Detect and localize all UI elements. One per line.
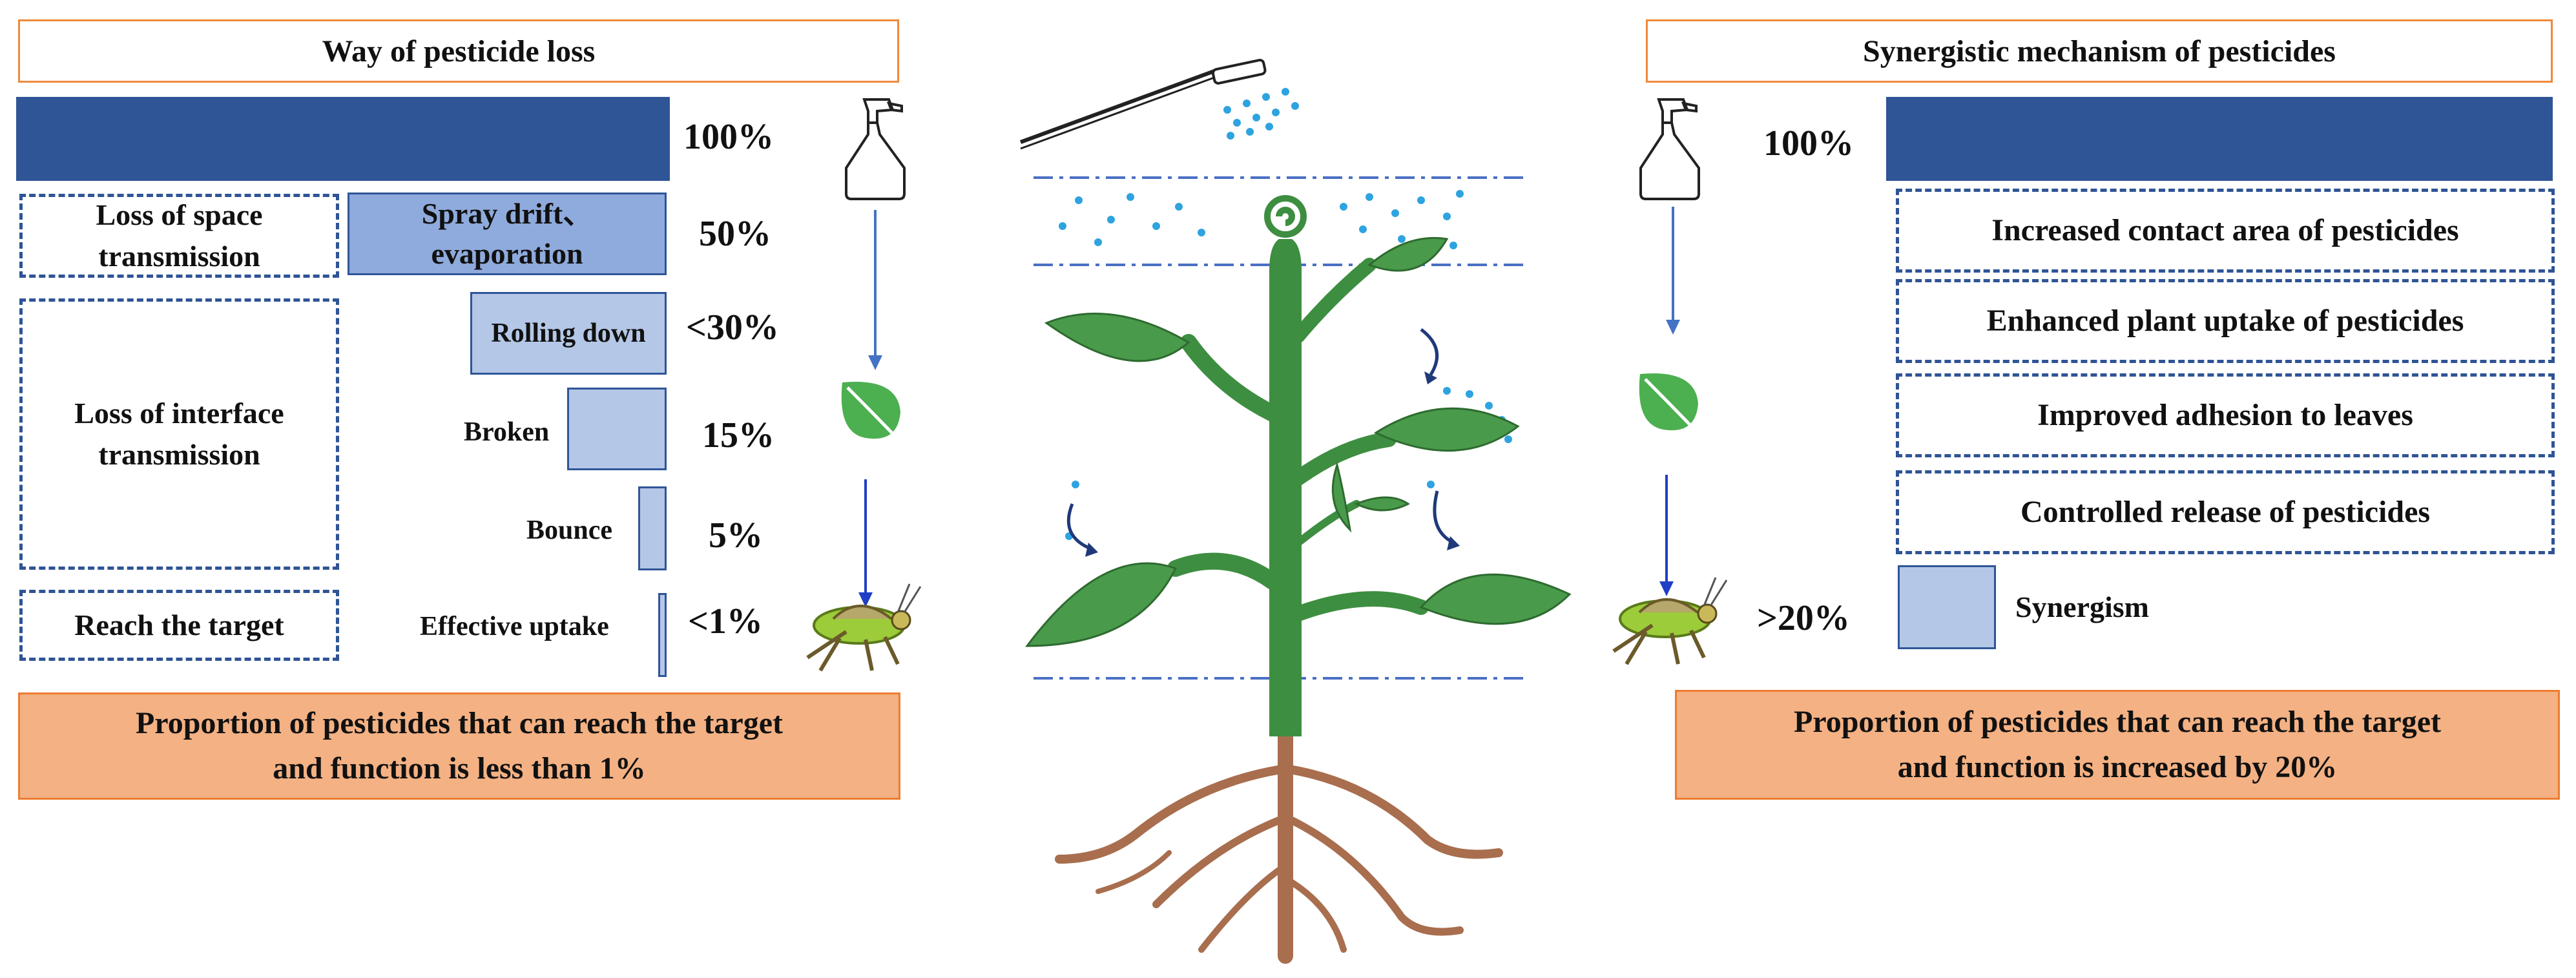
leaf-icon — [841, 381, 907, 448]
space-loss-label: Loss of space transmission — [19, 194, 339, 278]
right-total-bar — [1886, 97, 2553, 181]
broken-bar — [567, 388, 667, 470]
arrow-down-icon — [1659, 475, 1674, 596]
sprayer-wand-icon — [1019, 59, 1267, 150]
reach-target-label: Reach the target — [19, 590, 339, 661]
grasshopper-icon — [1612, 577, 1728, 665]
arrow-down-icon — [1666, 207, 1680, 335]
mechanism-adhesion: Improved adhesion to leaves — [1896, 373, 2555, 457]
arrow-down-icon — [858, 479, 873, 607]
bounce-label: Bounce — [526, 515, 613, 545]
leaf-icon — [1024, 236, 1572, 647]
mechanism-controlled-release: Controlled release of pesticides — [1896, 470, 2555, 554]
right-conclusion: Proportion of pesticides that can reach … — [1675, 690, 2560, 800]
synergism-label: Synergism — [2015, 590, 2149, 623]
arrow-down-icon — [868, 210, 882, 370]
mechanism-plant-uptake: Enhanced plant uptake of pesticides — [1896, 279, 2555, 363]
left-total-pct: 100% — [683, 117, 774, 157]
interface-loss-label: Loss of interface transmission — [19, 298, 339, 570]
bounce-bar — [638, 486, 667, 570]
synergism-bar — [1898, 565, 1996, 649]
spray-drift-bar: Spray drift、 evaporation — [348, 192, 667, 275]
droplet-icon — [1059, 88, 1512, 540]
rolling-down-pct: <30% — [686, 307, 779, 348]
spray-drift-pct: 50% — [699, 214, 771, 254]
mechanism-contact-area: Increased contact area of pesticides — [1896, 189, 2555, 273]
left-conclusion: Proportion of pesticides that can reach … — [18, 692, 900, 800]
broken-pct: 15% — [702, 415, 774, 455]
rolling-down-bar: Rolling down — [470, 292, 667, 375]
broken-label: Broken — [464, 417, 550, 447]
spray-bottle-icon — [1639, 98, 1700, 200]
grasshopper-icon — [806, 583, 922, 672]
effective-uptake-pct: <1% — [688, 601, 763, 641]
bounce-pct: 5% — [709, 515, 763, 556]
effective-uptake-label: Effective uptake — [420, 612, 609, 641]
left-title: Way of pesticide loss — [18, 19, 899, 83]
effective-uptake-bar — [658, 593, 667, 677]
right-title: Synergistic mechanism of pesticides — [1646, 19, 2553, 83]
spray-bottle-icon — [845, 98, 906, 200]
leaf-icon — [1639, 373, 1705, 440]
right-total-pct: 100% — [1763, 123, 1854, 163]
curved-arrow-icon — [1066, 328, 1455, 551]
left-total-bar — [16, 97, 670, 181]
plant-illustration — [1019, 59, 1572, 964]
synergism-pct: >20% — [1757, 598, 1850, 638]
